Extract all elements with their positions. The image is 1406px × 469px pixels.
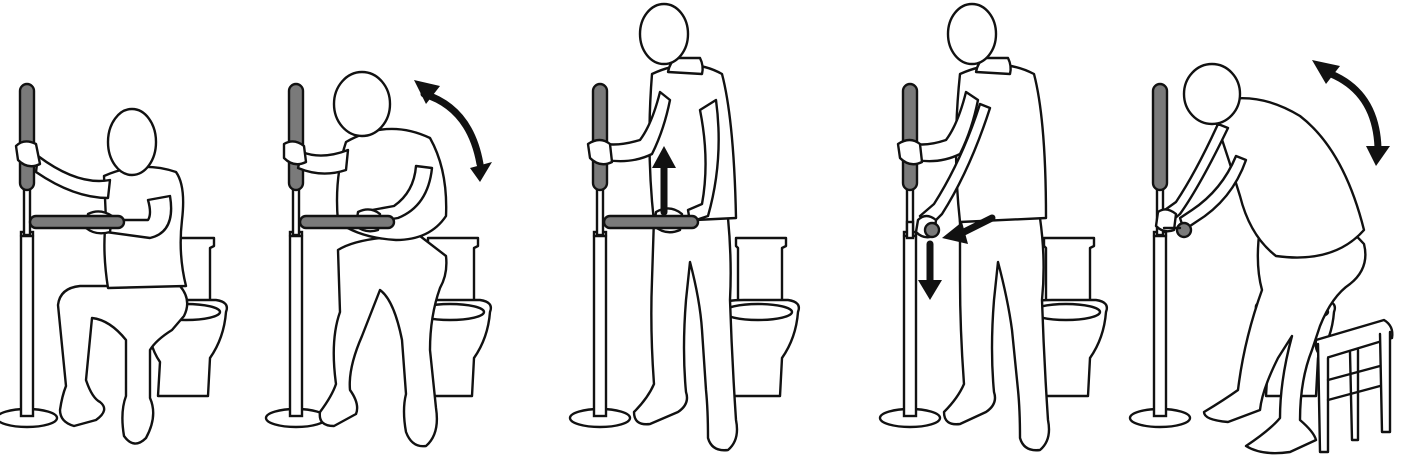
transfer-pole-icon (266, 84, 326, 427)
handle-bar (604, 216, 698, 228)
transfer-pole-icon (570, 84, 630, 427)
step-4-adjusting-grip (880, 4, 1107, 450)
transfer-pole-icon (1130, 84, 1190, 427)
transfer-pole-icon (0, 84, 57, 427)
person-icon (1156, 64, 1365, 453)
handle-bar (30, 216, 124, 228)
step-3-standing (570, 4, 799, 450)
handle-bar (1177, 223, 1191, 237)
handle-bar (925, 223, 939, 237)
stool-icon (1316, 320, 1393, 452)
step-1-seated (0, 84, 227, 444)
step-2-leaning-forward (266, 72, 492, 446)
step-5-sitting-on-stool (1130, 60, 1392, 453)
handle-bar (300, 216, 394, 228)
person-icon (284, 72, 446, 446)
